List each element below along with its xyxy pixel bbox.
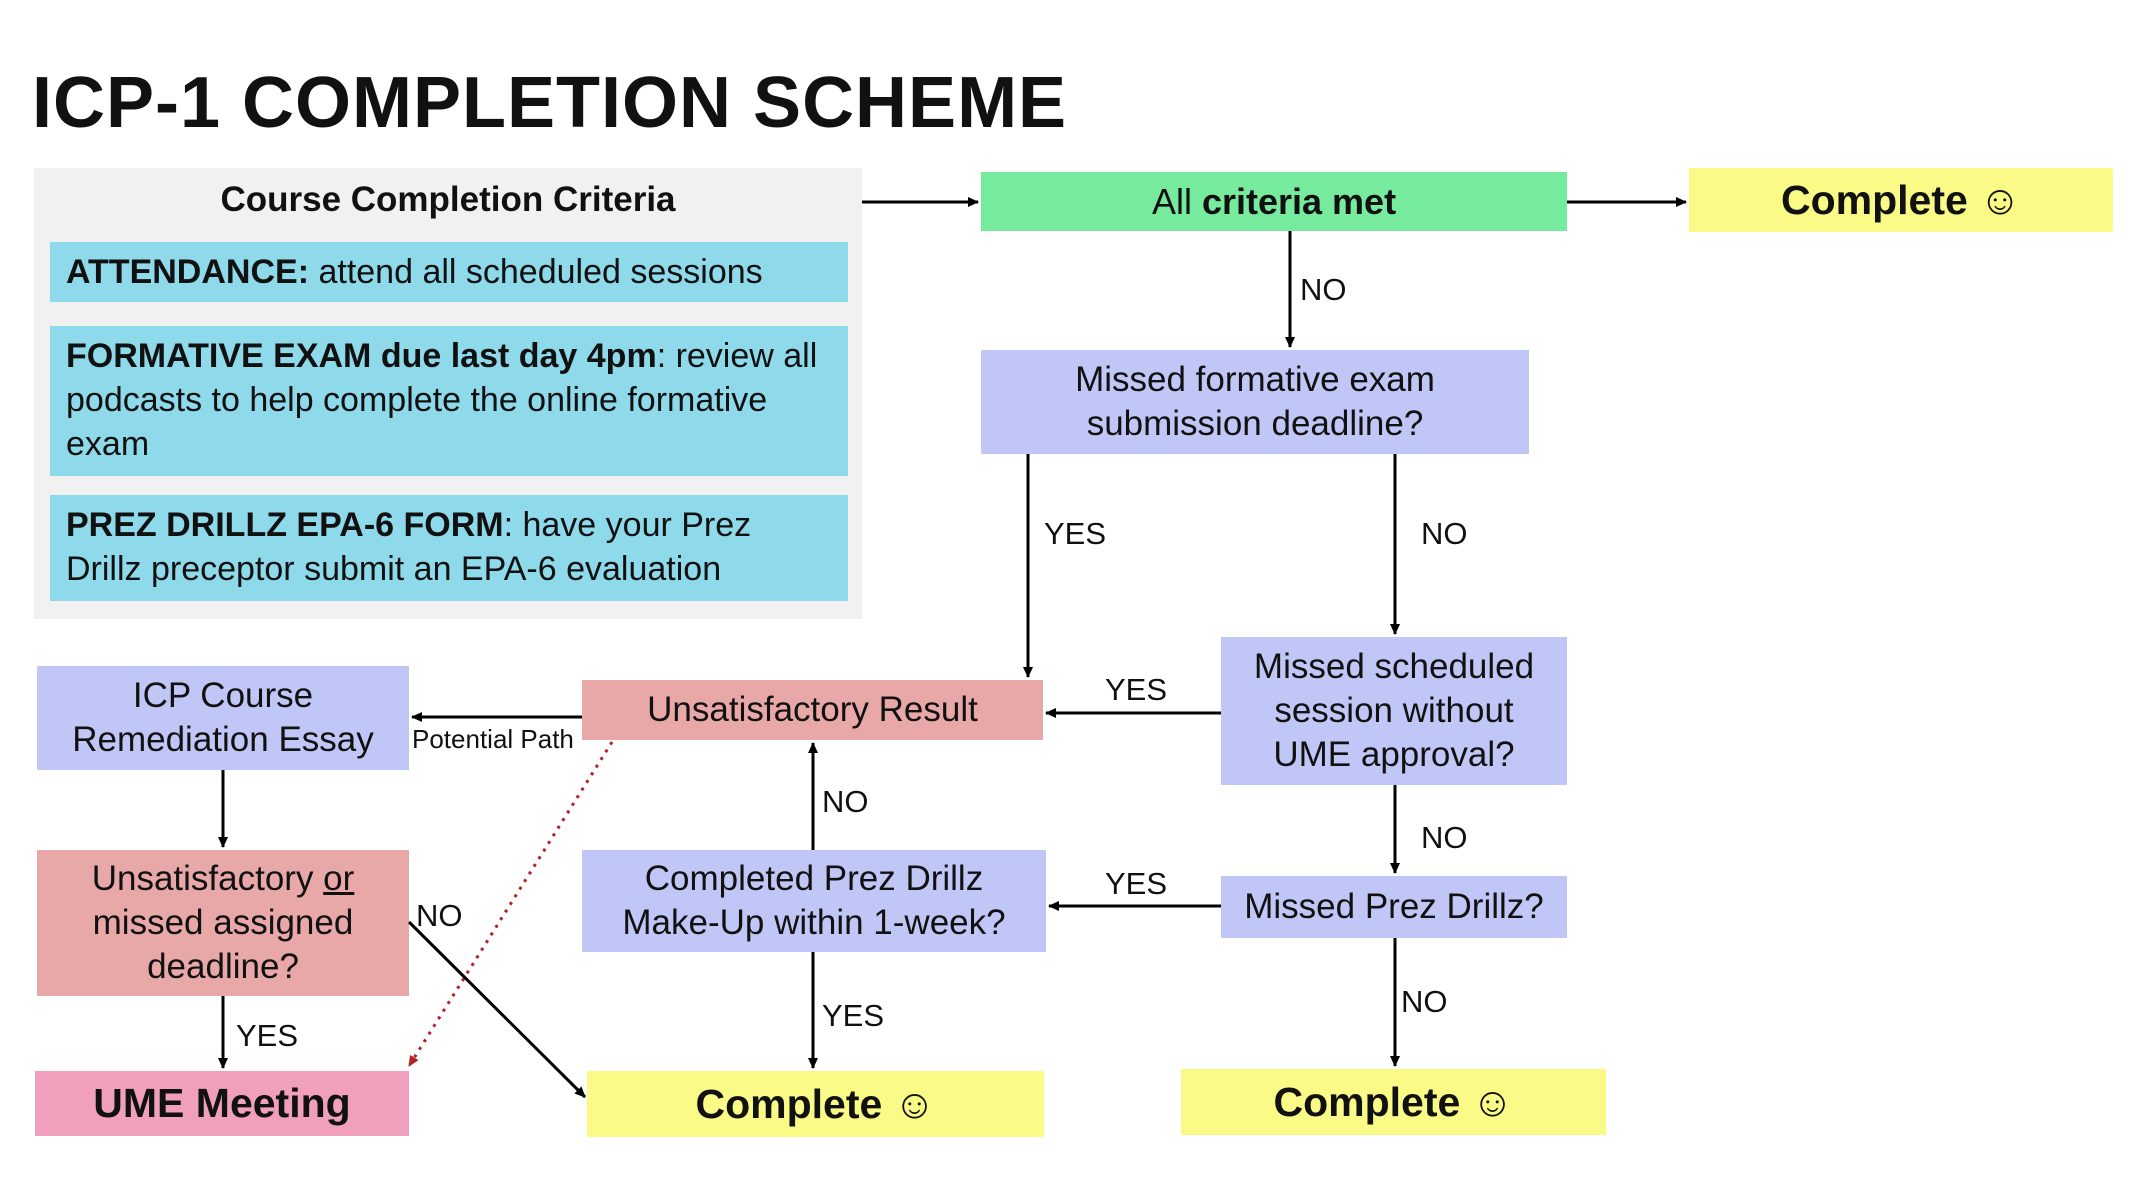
node-complete-right: Complete ☺ <box>1181 1069 1606 1135</box>
criteria-formative: FORMATIVE EXAM due last day 4pm: review … <box>50 326 848 476</box>
node-all-criteria-met-bold: criteria met <box>1201 180 1397 222</box>
arrow-deadline-no <box>407 920 587 1099</box>
label-yes-formative: YES <box>1044 516 1107 551</box>
page-title: ICP-1 COMPLETION SCHEME <box>32 63 1068 143</box>
node-unsat-deadline-text: Unsatisfactory or missed assigned deadli… <box>77 857 369 989</box>
node-unsat-deadline-or: or <box>323 859 355 898</box>
node-unsat-deadline-part1: Unsatisfactory <box>91 859 324 898</box>
label-yes-makeup: YES <box>822 998 885 1033</box>
node-unsatisfactory-result: Unsatisfactory Result <box>582 680 1043 740</box>
criteria-formative-text: : review all podcasts to help complete t… <box>66 337 818 463</box>
label-no-session: NO <box>1421 820 1468 855</box>
node-unsat-deadline: Unsatisfactory or missed assigned deadli… <box>37 850 409 996</box>
node-complete-mid: Complete ☺ <box>587 1071 1044 1137</box>
criteria-attendance-text: attend all scheduled sessions <box>309 253 763 291</box>
node-missed-formative: Missed formative exam submission deadlin… <box>981 350 1529 454</box>
label-yes-deadline: YES <box>236 1018 299 1053</box>
node-complete-top: Complete ☺ <box>1689 168 2113 232</box>
arrow-dotted-to-ume <box>407 741 614 1067</box>
label-potential-path: Potential Path <box>412 724 574 754</box>
criteria-attendance-label: ATTENDANCE: <box>66 253 310 291</box>
node-remediation-essay: ICP Course Remediation Essay <box>37 666 409 770</box>
label-no-formative: NO <box>1421 516 1468 551</box>
label-no-makeup: NO <box>822 784 869 819</box>
node-ume-meeting: UME Meeting <box>35 1071 409 1136</box>
label-no-all-met: NO <box>1300 272 1347 307</box>
node-all-criteria-met: All criteria met <box>981 172 1567 231</box>
node-unsat-deadline-part2: missed assigned deadline? <box>92 859 365 986</box>
node-makeup: Completed Prez Drillz Make-Up within 1-w… <box>582 850 1046 952</box>
criteria-prez-label: PREZ DRILLZ EPA-6 FORM <box>66 506 504 544</box>
criteria-prez-drillz: PREZ DRILLZ EPA-6 FORM: have your Prez D… <box>50 495 848 601</box>
criteria-attendance: ATTENDANCE: attend all scheduled session… <box>50 242 848 302</box>
label-yes-session: YES <box>1105 672 1168 707</box>
label-no-deadline: NO <box>416 898 463 933</box>
node-missed-prez: Missed Prez Drillz? <box>1221 876 1567 938</box>
criteria-formative-label: FORMATIVE EXAM due last day 4pm <box>66 337 657 375</box>
label-yes-prez: YES <box>1105 866 1168 901</box>
criteria-heading: Course Completion Criteria <box>220 180 676 219</box>
criteria-prez-text: : have your Prez Drillz preceptor submit… <box>66 506 752 588</box>
node-all-criteria-met-prefix: All <box>1151 180 1202 222</box>
label-no-prez: NO <box>1401 984 1448 1019</box>
node-missed-session: Missed scheduled session without UME app… <box>1221 637 1567 785</box>
